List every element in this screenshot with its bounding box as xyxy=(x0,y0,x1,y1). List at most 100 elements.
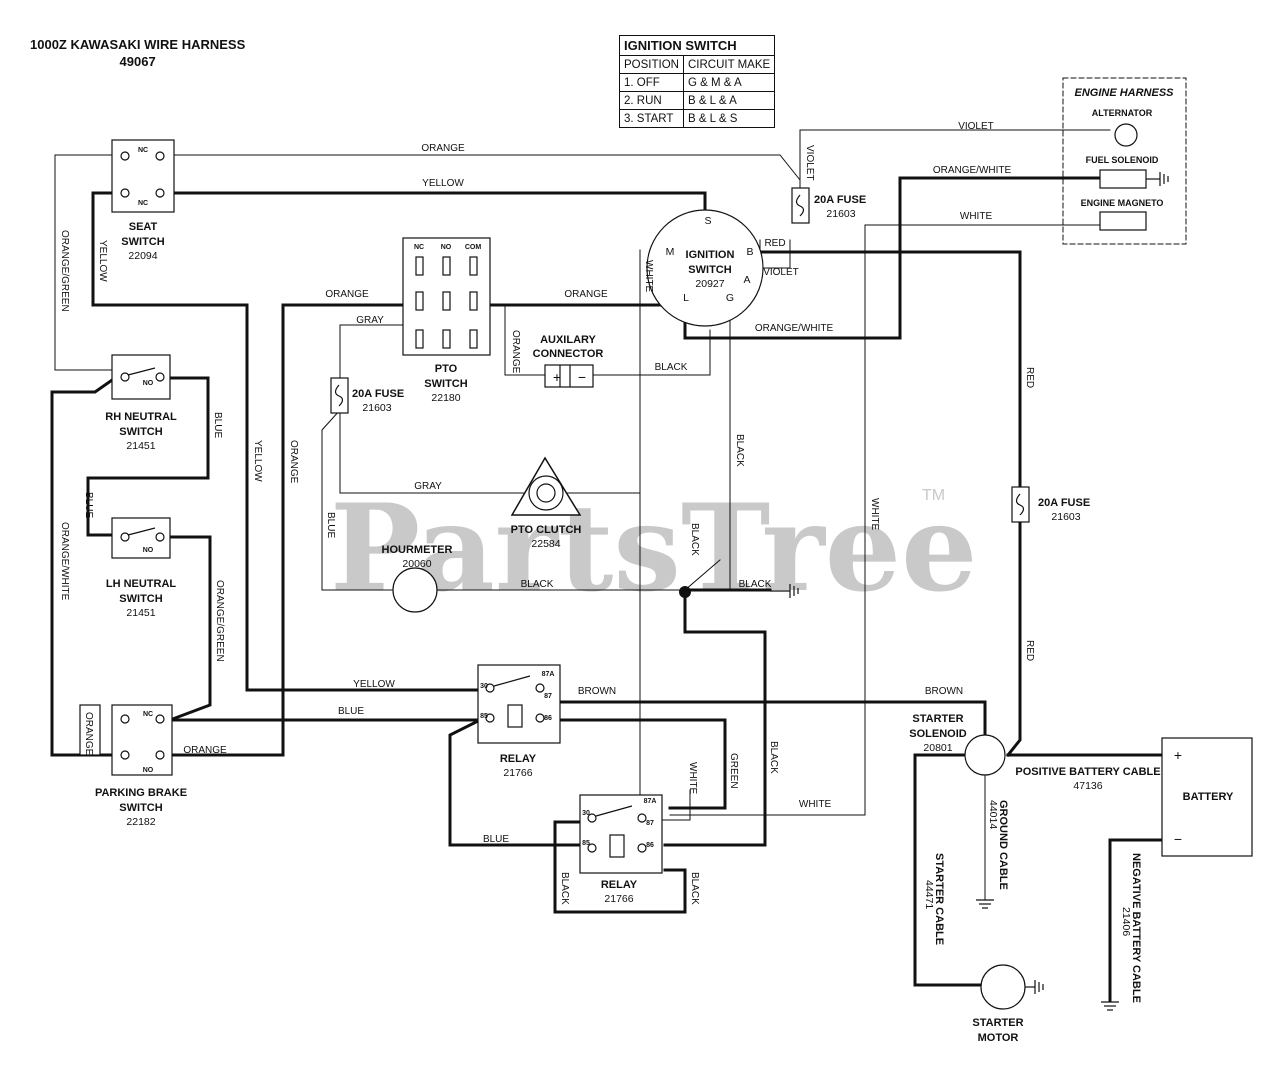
wire-black-aux xyxy=(591,329,711,376)
wire-red-ign xyxy=(758,250,1022,490)
pto-clutch-hub xyxy=(536,483,556,503)
fuse-top-name: 20A FUSE xyxy=(814,194,866,206)
wire-label: BLUE xyxy=(483,834,509,845)
lh-contact xyxy=(120,532,130,542)
pin-label: 86 xyxy=(646,842,654,849)
seat-contact xyxy=(155,188,165,198)
starter-cable-part: 44471 xyxy=(923,880,935,909)
wire-label: BLUE xyxy=(212,412,223,438)
wire-label: YELLOW xyxy=(422,178,464,189)
rh-switch-blade xyxy=(127,367,156,376)
wire-label: GREEN xyxy=(728,753,739,789)
pto-clutch-part: 22584 xyxy=(531,538,560,550)
seat-switch-part: 22094 xyxy=(128,250,157,262)
wire-white-m xyxy=(639,249,691,821)
pin-label: NC xyxy=(143,711,153,718)
wire-label: ORANGE xyxy=(83,712,94,756)
positive-cable-name: POSITIVE BATTERY CABLE xyxy=(1015,766,1160,778)
pin-label: NO xyxy=(441,244,452,251)
watermark-text: PartsTree xyxy=(330,478,977,619)
wire-label: RED xyxy=(1024,367,1035,388)
ignition-table-header-position: POSITION xyxy=(619,55,684,74)
wire-label: ORANGE xyxy=(288,440,299,484)
wire-label: ORANGE/WHITE xyxy=(933,165,1012,176)
wire-red-solenoid xyxy=(1005,510,1022,758)
parking-brake-part: 22182 xyxy=(126,816,155,828)
pin-label: S xyxy=(704,215,711,227)
pin-label: 30 xyxy=(582,810,590,817)
wire-label: VIOLET xyxy=(958,121,994,132)
battery-box xyxy=(1161,737,1253,857)
aux-connector-name1: AUXILARY xyxy=(540,334,596,346)
pto-terminal xyxy=(415,256,424,276)
relay1-pin xyxy=(535,683,545,693)
wire-white-relay2 xyxy=(669,224,866,816)
wire-blue-neutral xyxy=(86,376,210,537)
positive-cable-part: 47136 xyxy=(1073,780,1102,792)
pto-switch-part: 22180 xyxy=(431,392,460,404)
wire-label: WHITE xyxy=(960,211,993,222)
alternator-body xyxy=(1114,123,1138,147)
ground-symbol xyxy=(770,584,799,598)
ground-cable-name: GROUND CABLE xyxy=(997,800,1009,890)
ground-symbol xyxy=(1101,1001,1119,1011)
watermark-tm: TM xyxy=(922,487,945,504)
lh-switch-blade xyxy=(127,527,156,536)
engine-magneto-box xyxy=(1099,211,1147,231)
wire-label: GRAY xyxy=(414,481,442,492)
lh-contact xyxy=(155,532,165,542)
pin-label: A xyxy=(743,274,750,286)
pin-label: L xyxy=(683,292,689,304)
wire-label: BLACK xyxy=(559,872,570,905)
starter-solenoid-name2: SOLENOID xyxy=(909,728,967,740)
wire-label: GRAY xyxy=(356,315,384,326)
wire-label: BLACK xyxy=(768,741,779,774)
wire-label: BLUE xyxy=(83,492,94,518)
wire-orange-green-neutral xyxy=(163,535,212,722)
wire-label: BLACK xyxy=(689,523,700,556)
fuse-right-name: 20A FUSE xyxy=(1038,497,1090,509)
relay2-pin xyxy=(587,813,597,823)
hourmeter-part: 20060 xyxy=(402,558,431,570)
relay1-coil xyxy=(507,704,523,728)
parking-brake-name2: SWITCH xyxy=(119,802,162,814)
fuel-solenoid-box xyxy=(1099,169,1147,189)
ground-symbol xyxy=(976,899,994,909)
fuse-right-part: 21603 xyxy=(1051,511,1080,523)
wire-label: ORANGE xyxy=(564,289,608,300)
ignition-switch-part: 20927 xyxy=(695,278,724,290)
pin-label: 87 xyxy=(544,693,552,700)
pto-terminal xyxy=(415,329,424,349)
relay1-box xyxy=(477,664,561,744)
pin-label: NC xyxy=(414,244,424,251)
relay2-coil xyxy=(609,834,625,858)
pin-label: 30 xyxy=(480,683,488,690)
pin-label: G xyxy=(726,292,734,304)
seat-contact xyxy=(155,151,165,161)
rh-neutral-part: 21451 xyxy=(126,440,155,452)
battery-minus: − xyxy=(1174,831,1182,847)
fuse-right-element xyxy=(1015,493,1025,516)
pto-terminal xyxy=(415,291,424,311)
wire-yellow-relay xyxy=(91,191,482,692)
relay2-part: 21766 xyxy=(604,893,633,905)
wire-label: WHITE xyxy=(869,498,880,531)
pto-terminal xyxy=(469,291,478,311)
pto-terminal xyxy=(469,329,478,349)
wire-black-clutch xyxy=(684,559,721,591)
pin-label: 87A xyxy=(644,798,657,805)
wire-label: VIOLET xyxy=(763,267,799,278)
wire-label: BLUE xyxy=(338,706,364,717)
diagram-header: 1000Z KAWASAKI WIRE HARNESS 49067 xyxy=(30,36,245,70)
pin-label: 85 xyxy=(582,840,590,847)
relay1-pin xyxy=(535,713,545,723)
pin-label: NO xyxy=(143,547,154,554)
pin-label: COM xyxy=(465,244,482,251)
engine-harness-box xyxy=(1062,77,1187,245)
wire-black-relay xyxy=(663,588,767,847)
aux-connector-box xyxy=(544,364,594,388)
lh-neutral-name1: LH NEUTRAL xyxy=(106,578,177,590)
wire-label: BROWN xyxy=(578,686,616,697)
wire-label: ORANGE/WHITE xyxy=(755,323,834,334)
wire-orange-top xyxy=(164,154,801,191)
